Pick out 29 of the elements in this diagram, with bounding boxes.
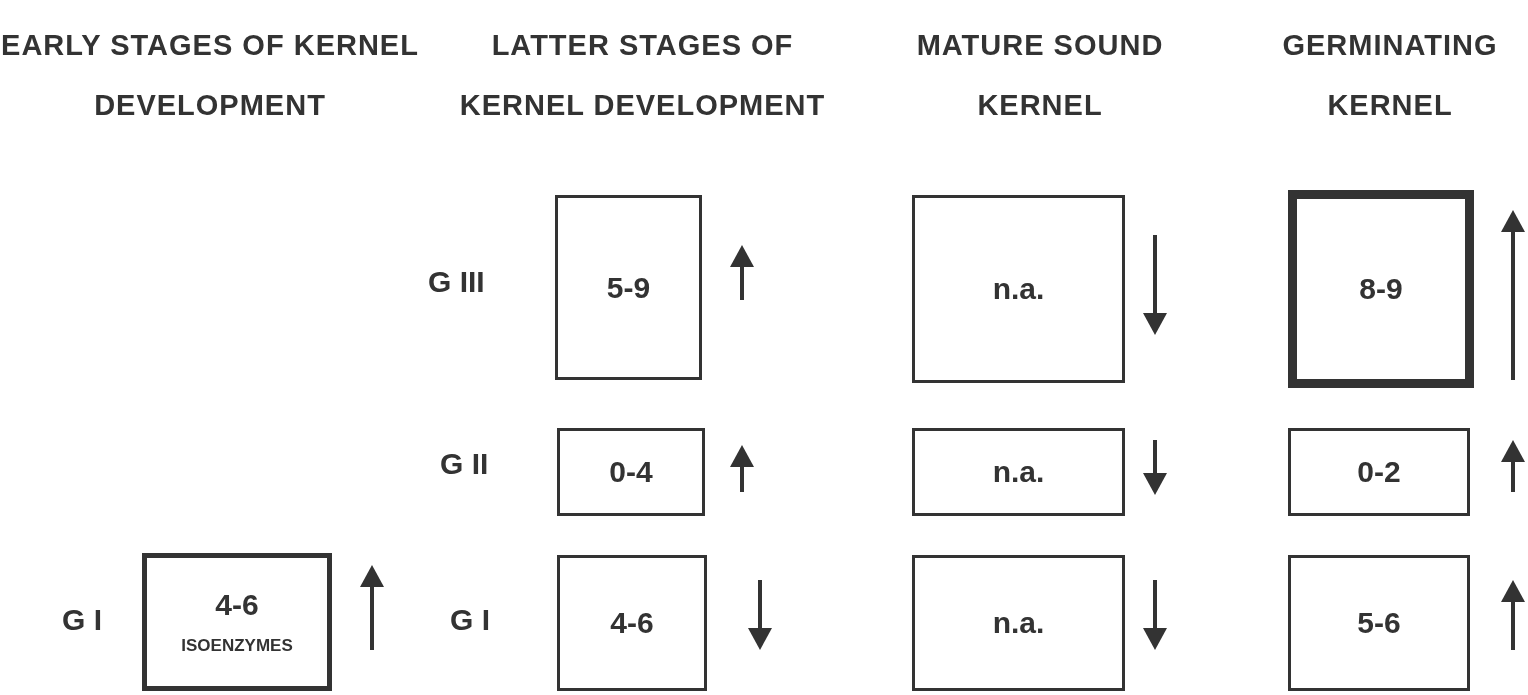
value-box <box>555 195 702 380</box>
column-heading: EARLY STAGES OF KERNEL DEVELOPMENT <box>0 28 420 123</box>
value-box <box>1288 190 1474 388</box>
value-box <box>1288 428 1470 516</box>
column-heading: LATTER STAGES OF KERNEL DEVELOPMENT <box>458 28 827 123</box>
value-box <box>142 553 332 691</box>
value-range: 5-9 <box>606 270 651 305</box>
row-label: G III <box>428 265 485 299</box>
box-note: ISOENZYMES <box>181 636 293 656</box>
row-label: G I <box>62 603 102 637</box>
value-range: 4-6 <box>215 588 259 622</box>
column-heading: MATURE SOUND KERNEL <box>915 28 1165 123</box>
value-range: 8-9 <box>1359 272 1403 306</box>
value-range: n.a. <box>992 272 1045 306</box>
value-box <box>912 195 1125 383</box>
value-range: n.a. <box>992 606 1045 640</box>
row-label: G I <box>450 603 490 637</box>
value-range: 0-2 <box>1357 455 1401 489</box>
value-range: n.a. <box>992 455 1045 489</box>
value-range: 0-4 <box>609 455 653 489</box>
value-box <box>557 555 707 691</box>
value-range: 5-6 <box>1357 606 1401 640</box>
row-label: G II <box>440 447 489 481</box>
value-box <box>1288 555 1470 691</box>
column-heading: GERMINATING KERNEL <box>1281 28 1499 123</box>
value-box <box>912 428 1125 516</box>
value-box <box>912 555 1125 691</box>
value-range: 4-6 <box>610 606 654 640</box>
value-box <box>557 428 705 516</box>
